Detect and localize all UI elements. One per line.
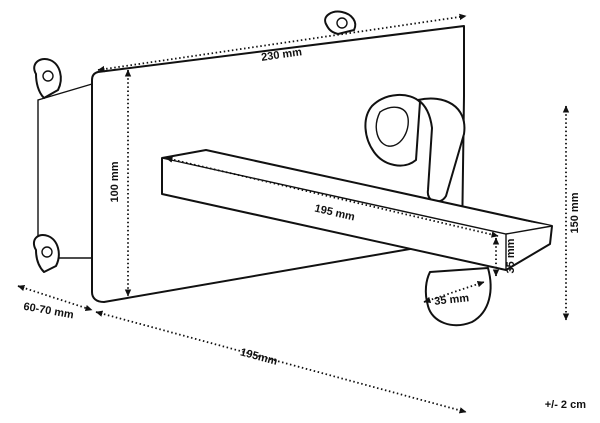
label-spout-width: 35 mm: [434, 292, 470, 308]
label-wall-depth: 60-70 mm: [22, 301, 74, 322]
dimension-spout-width: 35 mm: [423, 281, 485, 308]
dimension-total-height: 150 mm: [562, 105, 581, 321]
mounting-hole-top-left: [42, 70, 54, 82]
label-total-height: 150 mm: [569, 192, 581, 233]
mounting-hole-bottom-left: [41, 246, 53, 258]
label-plate-width: 230 mm: [260, 46, 302, 64]
dimension-projection: 195mm: [95, 310, 467, 414]
dimension-wall-depth: 60-70 mm: [17, 284, 93, 322]
label-projection: 195mm: [239, 346, 279, 367]
mounting-hole-top-right: [336, 17, 348, 29]
label-spout-height: 35 mm: [505, 238, 517, 273]
concealed-box: [32, 10, 357, 273]
dimension-spout-height: 35 mm: [492, 237, 517, 277]
dimension-plate-height: 100 mm: [109, 69, 132, 297]
label-plate-height: 100 mm: [109, 161, 121, 202]
tolerance-note: +/- 2 cm: [545, 399, 586, 411]
dimension-plate-width: 230 mm: [97, 13, 467, 73]
